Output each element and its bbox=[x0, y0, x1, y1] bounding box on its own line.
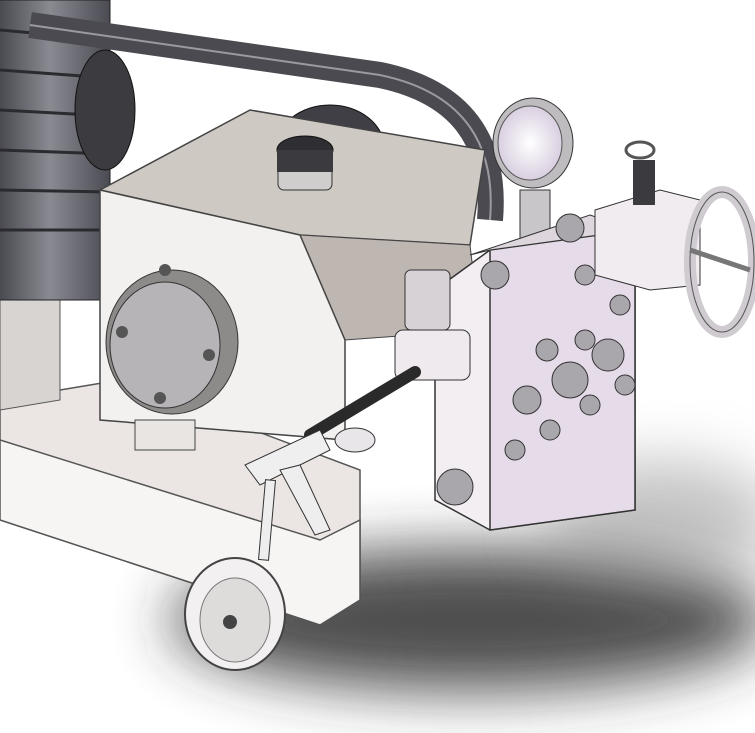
caster-wheel bbox=[184, 557, 286, 671]
bearing-cover bbox=[105, 264, 239, 415]
screw-icon bbox=[116, 326, 128, 338]
screw-icon bbox=[159, 264, 171, 276]
manifold-block bbox=[434, 213, 636, 531]
oil-cap bbox=[276, 135, 334, 191]
spray-gun bbox=[244, 366, 421, 561]
valve-block bbox=[594, 140, 755, 338]
screw-icon bbox=[154, 392, 166, 404]
hex-bolts bbox=[436, 213, 636, 506]
screw-icon bbox=[203, 349, 215, 361]
hose bbox=[304, 366, 421, 441]
